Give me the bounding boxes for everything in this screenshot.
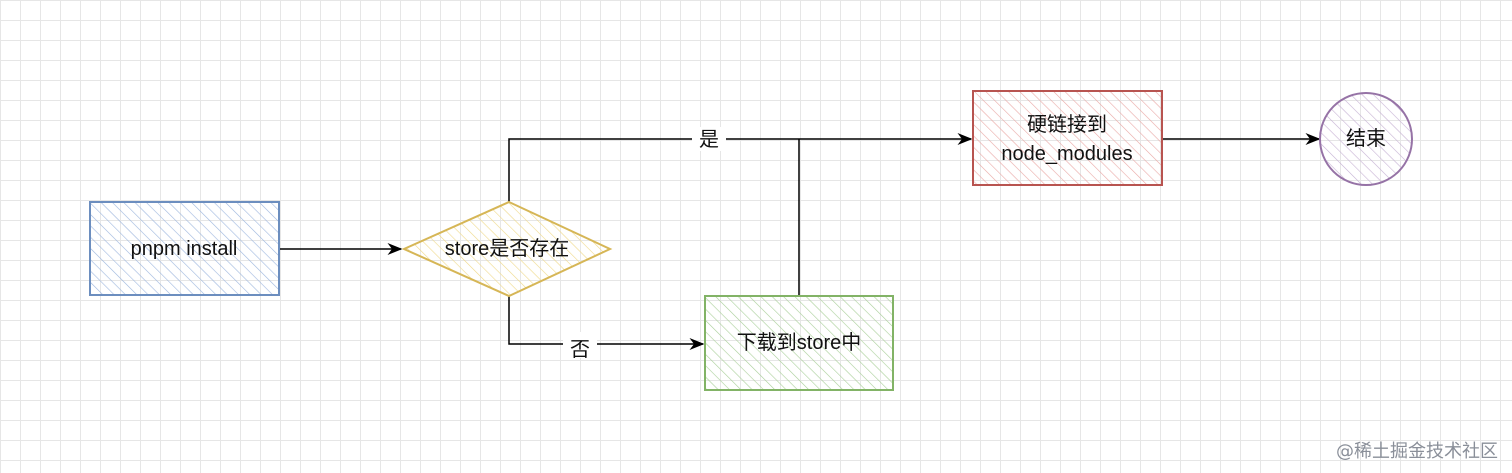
node-hardlink-label-line2: node_modules (1001, 143, 1132, 165)
node-download-to-store-label: 下载到store中 (737, 331, 861, 354)
edge-label-no-bg (563, 332, 597, 358)
node-pnpm-install-label: pnpm install (131, 238, 238, 260)
node-hardlink-label-line1: 硬链接到 (1027, 113, 1107, 136)
edge-decision-no-to-download (508, 296, 705, 350)
watermark: @稀土掘金技术社区 (1336, 441, 1498, 462)
node-download-to-store[interactable]: 下载到store中 (704, 295, 894, 391)
node-end-shape (1319, 92, 1413, 186)
node-pnpm-install-shape (89, 201, 280, 296)
edge-label-no: 否 (570, 339, 590, 361)
node-end-label: 结束 (1346, 127, 1386, 150)
node-download-to-store-shape (704, 295, 894, 391)
edge-decision-yes-to-hardlink (508, 133, 973, 202)
node-hardlink-shape (972, 90, 1163, 186)
node-store-exists-shape (401, 200, 613, 298)
edge-label-yes: 是 (699, 129, 719, 151)
edge-label-yes-bg (692, 127, 726, 151)
node-store-exists-label: store是否存在 (445, 237, 569, 260)
node-end[interactable]: 结束 (1319, 92, 1413, 186)
edges (280, 133, 1321, 350)
node-hardlink[interactable]: 硬链接到 node_modules (972, 90, 1163, 186)
node-pnpm-install[interactable]: pnpm install (89, 201, 280, 296)
node-store-exists-decision[interactable]: store是否存在 (401, 200, 613, 298)
